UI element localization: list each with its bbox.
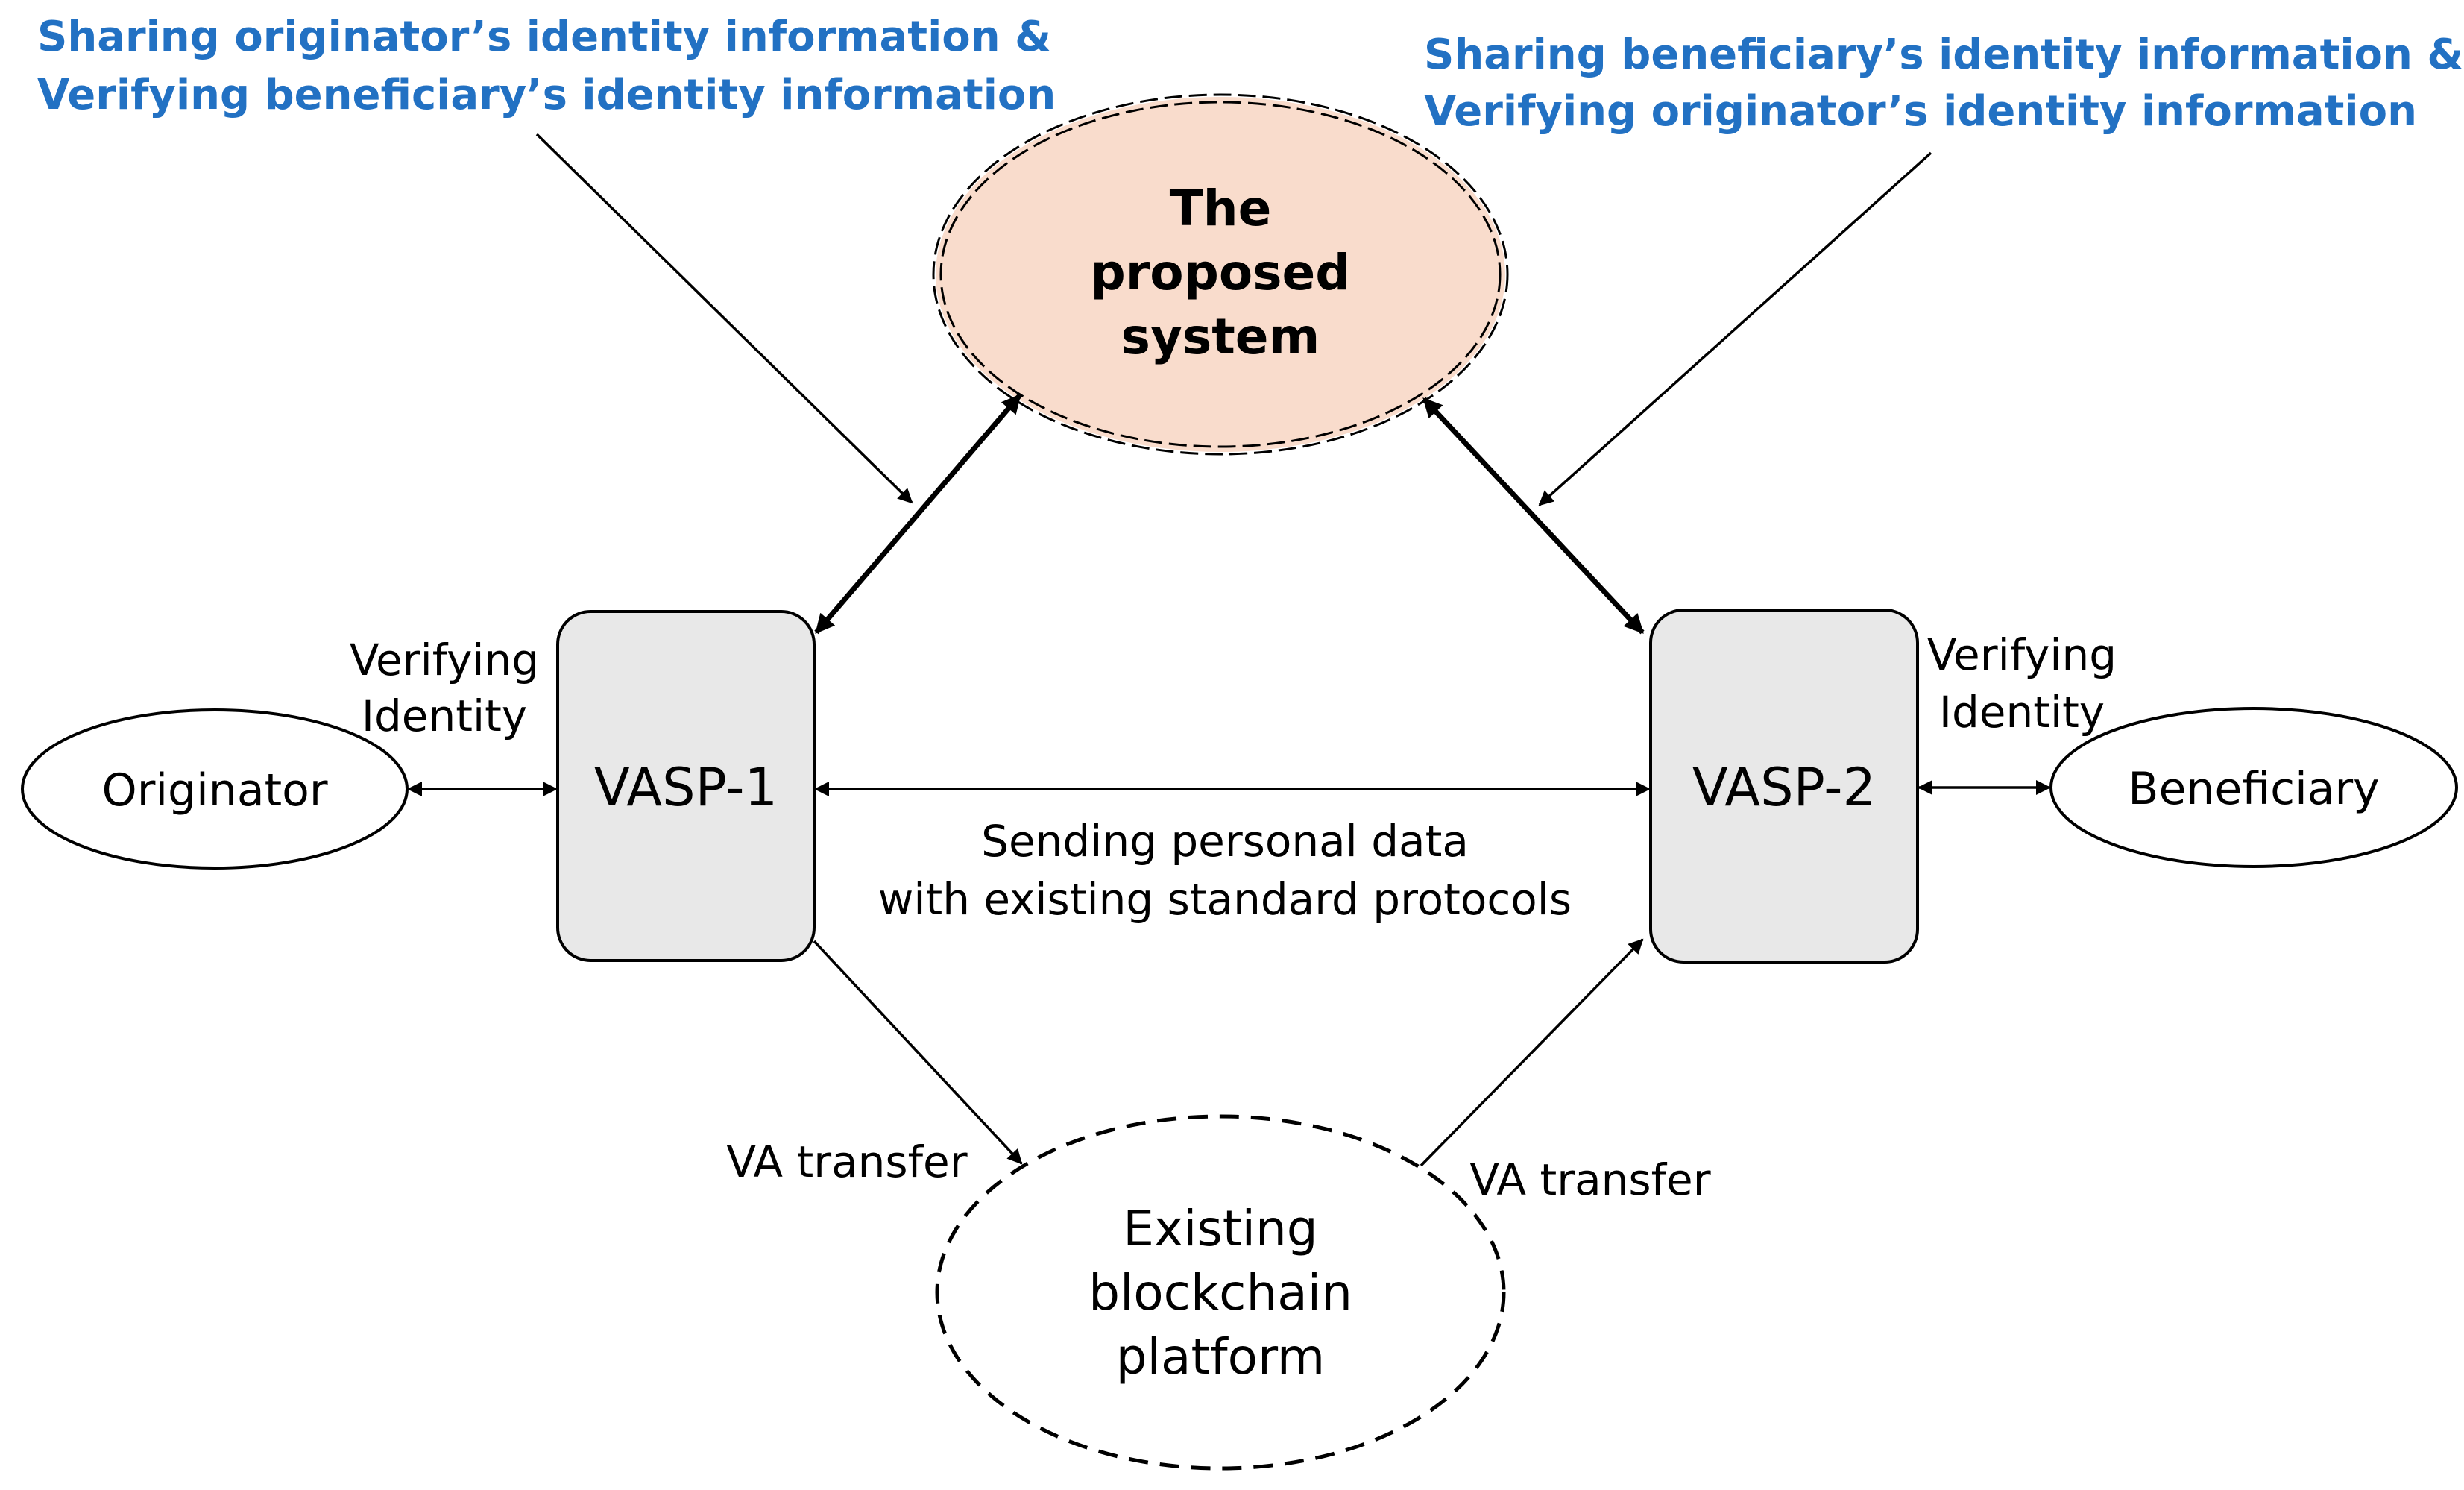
proposed-system-node: The proposed system [932,93,1509,456]
proposed-system-inner-dash [939,101,1502,448]
proposed-to-vasp1-arrow [814,393,1022,635]
vasp1-label: VASP-1 [594,757,778,818]
proposed-to-vasp2-arrow [1422,397,1645,635]
annotation-left-pointer [535,133,913,504]
proposed-system-label-line1: The [1170,180,1272,237]
vasp-link-label-line2: with existing standard protocols [878,874,1572,925]
vasp2-node: VASP-2 [1649,609,1919,964]
annotation-right-pointer [1538,151,1932,506]
beneficiary-shape [2049,707,2458,868]
blockchain-label-line1: Existing [1123,1200,1317,1257]
va-transfer-right-arrow [1420,938,1644,1167]
va-transfer-left-label: VA transfer [726,1137,967,1187]
vasp2-label: VASP-2 [1692,757,1876,818]
beneficiary-node: Beneficiary [2049,707,2458,868]
va-transfer-right-label: VA transfer [1469,1154,1710,1205]
blockchain-label-line3: platform [1116,1328,1325,1386]
verify-left-line2: Identity [362,691,527,741]
annotation-left-line1: Sharing originator’s identity informatio… [37,13,1051,61]
annotation-right-line1: Sharing beneficiary’s identity informati… [1424,31,2463,79]
proposed-system-label-line3: system [1121,308,1320,365]
annotation-right: Sharing beneficiary’s identity informati… [1424,31,2463,136]
verify-left-line1: Verifying [350,635,539,685]
originator-node: Originator [21,708,409,870]
vasp-link-label-line1: Sending personal data [981,816,1469,867]
blockchain-shape [935,1114,1506,1471]
verify-right-line2: Identity [1939,687,2105,738]
annotation-right-line2: Verifying originator’s identity informat… [1424,87,2417,136]
vasp1-node: VASP-1 [556,610,816,962]
annotation-left-line2: Verifying beneficiary’s identity informa… [37,71,1056,119]
beneficiary-label: Beneficiary [2128,763,2379,815]
proposed-system-outer-dash [932,93,1509,456]
annotation-left: Sharing originator’s identity informatio… [37,13,1056,119]
va-transfer-left-arrow [813,940,1023,1165]
verify-right-line1: Verifying [1927,629,2117,680]
proposed-system-label-line2: proposed [1090,244,1350,301]
blockchain-label-line2: blockchain [1088,1264,1352,1321]
originator-label: Originator [101,764,327,817]
blockchain-node: Existing blockchain platform [935,1114,1506,1471]
proposed-system-shape [936,97,1505,452]
